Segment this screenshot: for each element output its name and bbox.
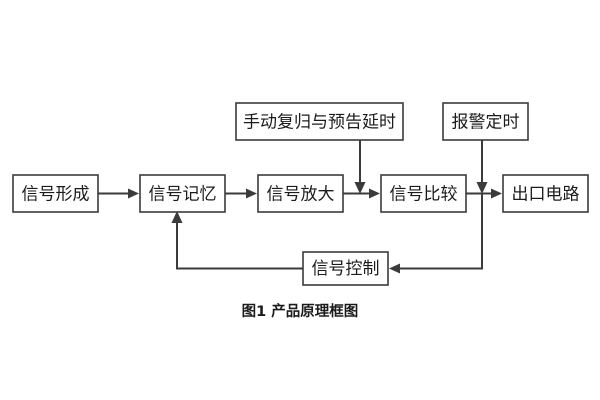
node-signal-control[interactable]: 信号控制 <box>302 251 389 286</box>
connector-compare-to-output <box>466 188 502 199</box>
node-signal-compare[interactable]: 信号比较 <box>380 174 467 213</box>
node-signal-amplify[interactable]: 信号放大 <box>257 174 344 213</box>
connector-control-to-memory-feedback <box>171 211 303 270</box>
connector-alarm-timer-down <box>476 140 488 194</box>
connector-alarm-branch-to-control <box>389 193 483 274</box>
node-output-circuit-label: 出口电路 <box>512 185 580 205</box>
figure-caption: 图1 产品原理框图 <box>242 302 359 320</box>
node-signal-amplify-label: 信号放大 <box>267 185 335 205</box>
node-manual-reset-delay-label: 手动复归与预告延时 <box>243 113 396 133</box>
node-signal-control-label: 信号控制 <box>312 259 380 279</box>
node-signal-memory[interactable]: 信号记忆 <box>139 174 226 213</box>
node-alarm-timer[interactable]: 报警定时 <box>442 102 529 141</box>
node-signal-compare-label: 信号比较 <box>390 185 458 205</box>
node-output-circuit[interactable]: 出口电路 <box>502 174 589 213</box>
node-signal-formation-label: 信号形成 <box>22 185 90 205</box>
node-manual-reset-delay[interactable]: 手动复归与预告延时 <box>235 102 404 141</box>
connector-memory-to-amplify <box>225 188 257 199</box>
node-alarm-timer-label: 报警定时 <box>452 113 520 133</box>
node-signal-formation[interactable]: 信号形成 <box>12 174 99 213</box>
connector-manual-reset-down <box>354 140 366 194</box>
connector-formation-to-memory <box>98 188 139 199</box>
node-signal-memory-label: 信号记忆 <box>149 185 217 205</box>
connector-amplify-to-compare <box>343 188 380 199</box>
